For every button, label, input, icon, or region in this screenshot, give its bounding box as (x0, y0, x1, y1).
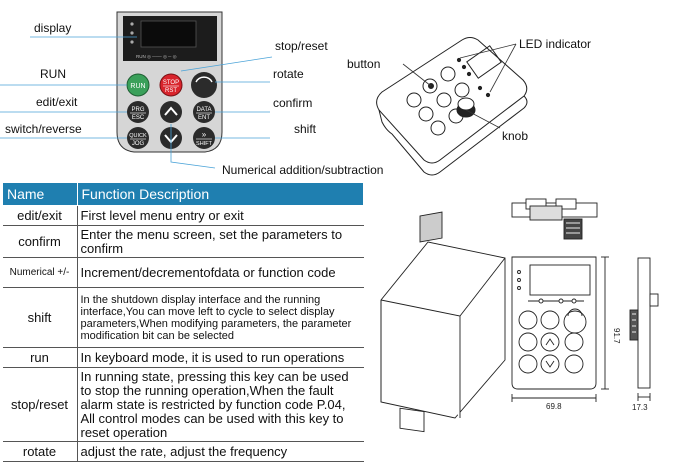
row-desc: In the shutdown display interface and th… (77, 287, 364, 348)
table-header-row: Name Function Description (2, 182, 364, 206)
front-view-drawing (511, 256, 609, 402)
row-desc: In running state, pressing this key can … (77, 367, 364, 442)
callout-edit-exit: edit/exit (36, 95, 78, 109)
callout-run: RUN (40, 67, 66, 81)
keypad-isometric (376, 37, 528, 176)
row-desc: First level menu entry or exit (77, 205, 364, 226)
run-key[interactable]: RUN (126, 73, 150, 97)
callout-lines (0, 36, 273, 169)
callout-switch-reverse: switch/reverse (5, 122, 82, 136)
quick-jog-key[interactable]: QUICK JOG (127, 127, 149, 149)
row-name: rotate (2, 441, 78, 462)
row-name: shift (2, 287, 78, 348)
callout-led-indicator: LED indicator (519, 37, 591, 51)
callout-numerical: Numerical addition/subtraction (222, 163, 383, 177)
row-name: edit/exit (2, 205, 78, 226)
table-row: shift In the shutdown display interface … (2, 287, 364, 348)
table-header-name: Name (2, 182, 78, 206)
svg-text:SHIFT: SHIFT (196, 141, 213, 147)
svg-text:DATA: DATA (196, 107, 211, 113)
shift-key[interactable]: » SHIFT (193, 127, 215, 149)
row-name: Numerical +/- (2, 257, 78, 288)
dimension-width: 69.8 (546, 402, 562, 411)
callout-rotate: rotate (273, 67, 304, 81)
keypad-display-legend: RUN ◎ ─── ◎ ─ ◎ (136, 54, 177, 59)
data-ent-key[interactable]: DATA ENT (193, 101, 215, 123)
row-desc: In keyboard mode, it is used to run oper… (77, 347, 364, 368)
table-header-desc: Function Description (76, 182, 364, 206)
svg-text:PRG: PRG (131, 107, 144, 113)
callout-knob: knob (502, 129, 528, 143)
function-table: Name Function Description edit/exit Firs… (2, 182, 364, 462)
svg-text:RST: RST (165, 88, 177, 94)
keypad-front: RUN ◎ ─── ◎ ─ ◎ RUN STOP RST PRG ESC (116, 11, 223, 153)
svg-text:ESC: ESC (132, 115, 145, 121)
row-name: confirm (2, 225, 78, 258)
svg-text:»: » (202, 130, 207, 139)
callout-confirm: confirm (273, 96, 312, 110)
svg-text:ENT: ENT (198, 115, 210, 121)
table-row: stop/reset In running state, pressing th… (2, 367, 364, 442)
back-view-drawing (380, 211, 506, 433)
row-name: run (2, 347, 78, 368)
svg-text:RUN: RUN (130, 83, 145, 90)
table-row: edit/exit First level menu entry or exit (2, 205, 364, 226)
up-arrow-key[interactable] (160, 101, 182, 123)
row-desc: Increment/decrementofdata or function co… (77, 257, 364, 288)
table-row: run In keyboard mode, it is used to run … (2, 347, 364, 368)
svg-text:QUICK: QUICK (129, 133, 147, 139)
table-row: rotate adjust the rate, adjust the frequ… (2, 441, 364, 462)
top-view-drawing (511, 198, 598, 240)
dimension-depth: 17.3 (632, 403, 648, 412)
table-row: confirm Enter the menu screen, set the p… (2, 225, 364, 258)
row-desc: adjust the rate, adjust the frequency (77, 441, 364, 462)
dimension-height: 91.7 (612, 328, 621, 344)
row-desc: Enter the menu screen, set the parameter… (77, 225, 364, 258)
chevron-up-icon (164, 106, 178, 116)
prg-esc-key[interactable]: PRG ESC (127, 101, 149, 123)
callout-stop-reset: stop/reset (275, 39, 328, 53)
rotate-knob[interactable] (191, 72, 217, 98)
table-row: Numerical +/- Increment/decrementofdata … (2, 257, 364, 288)
row-name: stop/reset (2, 367, 78, 442)
svg-text:STOP: STOP (163, 80, 179, 86)
iso-knob (456, 97, 476, 118)
svg-text:JOG: JOG (132, 141, 145, 147)
keypad-lcd (140, 20, 197, 48)
stop-reset-key[interactable]: STOP RST (159, 73, 183, 97)
callout-display: display (34, 21, 71, 35)
callout-button: button (347, 57, 380, 71)
callout-shift: shift (294, 122, 317, 136)
side-view-drawing (629, 257, 659, 401)
